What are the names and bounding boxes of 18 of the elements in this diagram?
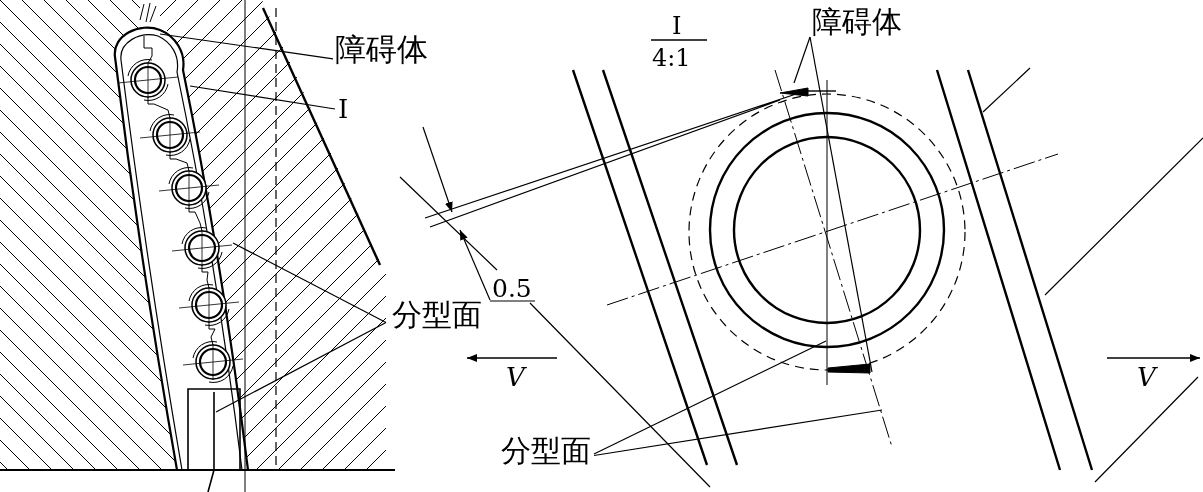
leader-line bbox=[189, 85, 336, 110]
callout-text: 分型面 bbox=[501, 436, 591, 466]
scale-ratio: 4:1 bbox=[652, 46, 691, 70]
dimension-value: 0.5 bbox=[492, 276, 532, 301]
leader-line bbox=[159, 33, 334, 60]
leader-line bbox=[593, 340, 827, 455]
callout-text: 障碍体 bbox=[812, 7, 902, 37]
leader-line bbox=[809, 36, 873, 373]
callout-text: 分型面 bbox=[392, 300, 482, 330]
leader-line bbox=[793, 36, 811, 84]
detail-label: I bbox=[672, 14, 682, 38]
leader-line bbox=[232, 242, 387, 324]
callout-text: 障碍体 bbox=[335, 34, 428, 65]
callout-text: I bbox=[338, 96, 349, 122]
leader-line bbox=[215, 321, 387, 413]
velocity-label: V bbox=[1137, 364, 1156, 390]
leader-line bbox=[593, 409, 883, 457]
velocity-label: V bbox=[506, 364, 525, 390]
